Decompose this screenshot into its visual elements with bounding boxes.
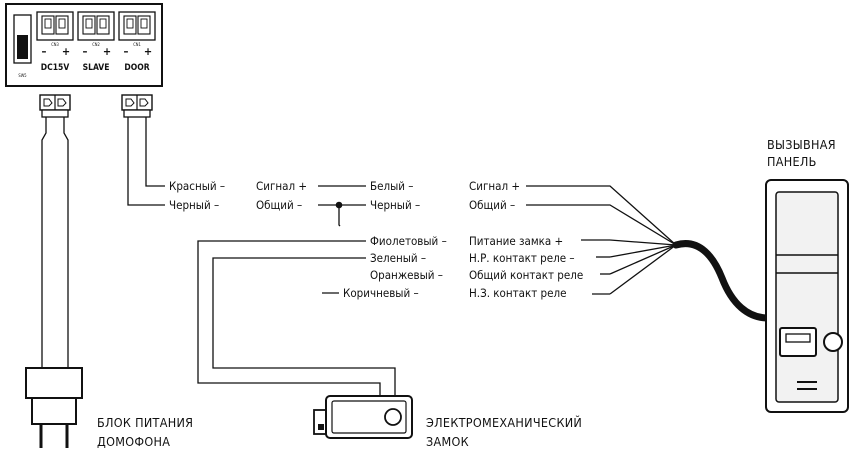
connector-cn1: CN1 – + DOOR — [118, 11, 156, 73]
sw5-switch: SW5 — [13, 14, 32, 78]
lock-cylinder-icon — [384, 408, 402, 426]
wire-violet-label: Фиолетовый – — [370, 234, 447, 248]
lock-label-line2: ЗАМОК — [426, 434, 469, 449]
lock-wires-left — [197, 205, 396, 396]
wire-black-left-label: Черный – — [169, 198, 219, 212]
connector-cn2: CN2 – + SLAVE — [77, 11, 115, 73]
sw5-label: SW5 — [18, 73, 26, 78]
panel-cable — [672, 240, 772, 322]
dc15v-plug — [39, 94, 71, 118]
cn1-plus: + — [144, 45, 152, 58]
signal-plus-left-label: Сигнал + — [256, 179, 307, 193]
power-cable — [41, 117, 69, 368]
electromechanical-lock — [313, 395, 413, 439]
psu-label-line1: БЛОК ПИТАНИЯ — [97, 415, 193, 430]
panel-label-line2: ПАНЕЛЬ — [767, 154, 817, 169]
no-contact-label: Н.Р. контакт реле – — [469, 251, 575, 265]
wire-brown-label: Коричневый – — [343, 286, 419, 300]
common-minus-left-label: Общий – — [256, 198, 302, 212]
nc-contact-label: Н.З. контакт реле — [469, 286, 566, 300]
wire-white-label: Белый – — [370, 179, 413, 193]
connector-cn3: CN3 – + DC15V — [36, 11, 74, 73]
control-board: SW5 CN3 – + DC15V CN2 – + SLAVE — [5, 3, 163, 87]
cn3-minus: – — [42, 45, 47, 58]
wire-black-mid-label: Черный – — [370, 198, 420, 212]
psu-label-line2: ДОМОФОНА — [97, 434, 170, 449]
lock-power-label: Питание замка + — [469, 234, 563, 248]
cn3-name: DC15V — [41, 63, 70, 73]
lock-label-line1: ЭЛЕКТРОМЕХАНИЧЕСКИЙ — [426, 415, 582, 430]
door-plug — [121, 94, 153, 118]
wire-orange-label: Оранжевый – — [370, 268, 443, 282]
cn1-name: DOOR — [124, 63, 149, 73]
cn1-id: CN1 — [133, 42, 141, 47]
power-adapter — [25, 367, 83, 448]
cn2-minus: – — [83, 45, 88, 58]
common-contact-label: Общий контакт реле — [469, 268, 583, 282]
wire-red-label: Красный – — [169, 179, 225, 193]
door-wires — [127, 117, 165, 206]
cn3-plus: + — [62, 45, 70, 58]
panel-wires — [526, 185, 677, 295]
cn2-id: CN2 — [92, 42, 100, 47]
panel-label-line1: ВЫЗЫВНАЯ — [767, 137, 836, 152]
wire-green-label: Зеленый – — [370, 251, 426, 265]
call-panel — [765, 179, 849, 413]
cn2-name: SLAVE — [83, 63, 110, 73]
common-minus-right-label: Общий – — [469, 198, 515, 212]
cn3-id: CN3 — [51, 42, 59, 47]
cn1-minus: – — [124, 45, 129, 58]
signal-plus-right-label: Сигнал + — [469, 179, 520, 193]
cn2-plus: + — [103, 45, 111, 58]
call-button-icon — [823, 332, 843, 352]
